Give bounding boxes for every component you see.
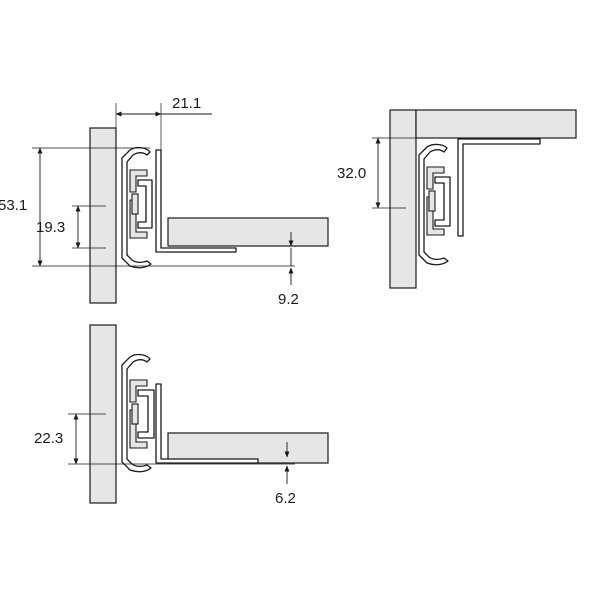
detail-3-rail-height-label: 22.3 [34, 430, 63, 447]
detail-2-top-panel [415, 109, 577, 139]
detail-1-rail-height-label: 19.3 [36, 219, 65, 236]
detail-3-drawer-bracket [155, 383, 259, 464]
detail-2-top-mount-view: 32.0 [337, 109, 577, 289]
detail-3-offset-label: 6.2 [275, 490, 296, 507]
detail-3-ball-cage [131, 403, 139, 425]
detail-1-inner-rail [137, 179, 153, 229]
detail-1-ball-cage [131, 193, 139, 215]
detail-3-inner-rail [137, 389, 155, 439]
detail-2-ball-cage [428, 190, 436, 212]
detail-1-width-label: 21.1 [172, 95, 201, 112]
detail-1-cabinet-side-panel [89, 127, 117, 304]
detail-1-outer-rail [121, 146, 152, 269]
detail-2-inner-rail [434, 176, 451, 227]
detail-1-undermount-view: 21.1 53.1 19.3 9.2 [0, 95, 329, 308]
detail-3-drawer-panel [167, 432, 329, 464]
detail-1-offset-label: 9.2 [278, 291, 299, 308]
detail-2-drawer-bracket [457, 138, 541, 237]
detail-2-outer-rail [418, 143, 449, 266]
detail-1-drawer-panel [167, 217, 329, 247]
detail-2-cabinet-side-panel [389, 109, 417, 289]
detail-3-outer-rail [121, 353, 152, 473]
detail-1-total-height-label: 53.1 [0, 197, 27, 214]
detail-3-undermount-view: 22.3 6.2 [34, 324, 329, 507]
detail-2-height-label: 32.0 [337, 165, 366, 182]
